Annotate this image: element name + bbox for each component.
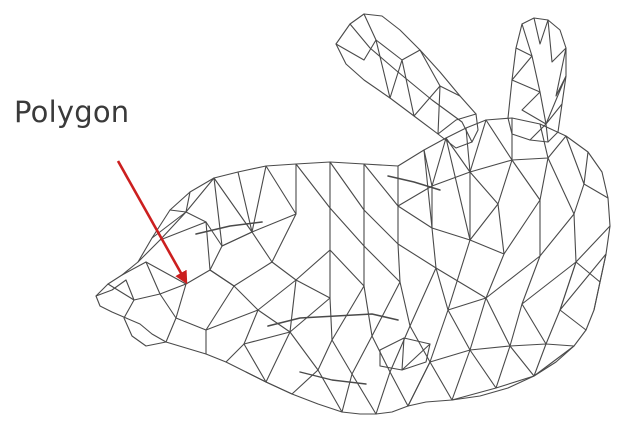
mesh-body-8: [436, 268, 586, 350]
mesh-snout-7: [152, 172, 252, 246]
polygon-label: Polygon: [14, 98, 129, 127]
mesh-head-2: [222, 150, 432, 280]
mesh-body-6: [398, 186, 432, 228]
mesh-body-3: [512, 118, 588, 184]
mesh-back-ear-inner-3: [336, 40, 476, 134]
mesh-forepaw: [380, 338, 430, 370]
mesh-body-10: [408, 362, 452, 406]
mesh-outline-body: [96, 118, 610, 414]
callout-arrow: [118, 161, 186, 282]
mesh-head-3: [234, 232, 272, 286]
mesh-body-7: [470, 240, 606, 310]
mesh-snout-5: [146, 262, 206, 354]
bunny-mesh: [96, 14, 610, 414]
mesh-snout-2: [108, 210, 222, 300]
mesh-body-1: [424, 128, 470, 186]
mesh-snout-4: [138, 192, 190, 262]
mesh-front-ear-inner: [522, 24, 548, 142]
mesh-head-1: [214, 162, 398, 232]
mesh-body-2: [470, 120, 512, 172]
mesh-crease-3: [388, 176, 440, 190]
mesh-body-9: [430, 344, 574, 400]
